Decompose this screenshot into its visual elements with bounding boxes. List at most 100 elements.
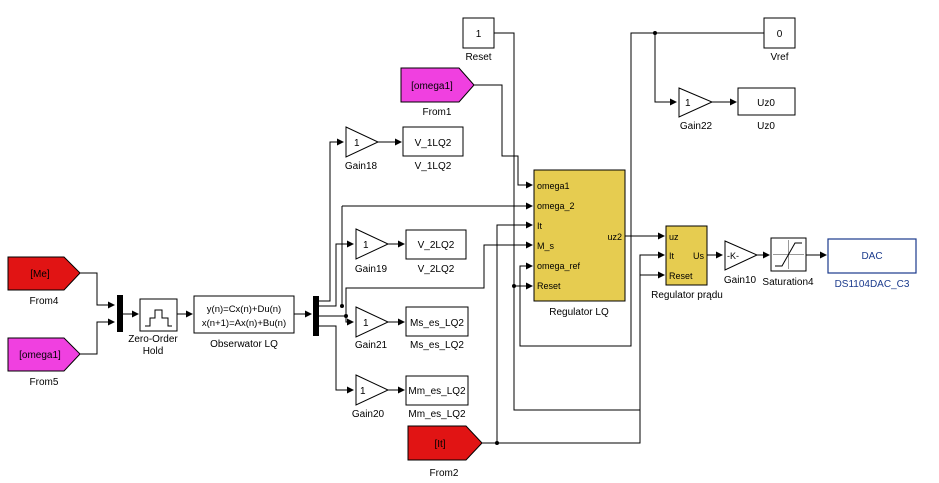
- gain18-label: Gain18: [345, 161, 378, 172]
- gain21-block[interactable]: 1 Gain21: [355, 306, 390, 351]
- dac-label: DS1104DAC_C3: [835, 279, 910, 290]
- regi-label: Regulator prądu: [651, 290, 723, 301]
- regi-port-reset: Reset: [669, 271, 693, 281]
- wire-from5-mux: [80, 318, 115, 355]
- reglq-port-omega1: omega1: [537, 181, 570, 191]
- demux-block[interactable]: [313, 296, 319, 336]
- display-uz0-label: Uz0: [757, 121, 775, 132]
- display-v2lq2-label: V_2LQ2: [418, 264, 455, 275]
- regulator-lq-subsystem[interactable]: omega1 omega_2 It M_s omega_ref Reset uz…: [533, 169, 626, 318]
- junction-reset: [512, 284, 516, 288]
- dac-shape: [827, 238, 917, 274]
- regi-port-uz: uz: [669, 232, 679, 242]
- gain18-block[interactable]: 1 Gain18: [345, 126, 380, 172]
- wire-demux-gain21: [319, 315, 354, 326]
- wires: [80, 31, 827, 445]
- display-v1lq2[interactable]: V_1LQ2 V_1LQ2: [402, 126, 464, 172]
- display-v2lq2-text: V_2LQ2: [418, 240, 455, 251]
- saturation-curve-icon: [775, 242, 802, 267]
- gain22-label: Gain22: [680, 121, 713, 132]
- vref-constant-label: Vref: [771, 52, 789, 63]
- wire-demux-gain19: [319, 240, 354, 307]
- display-v1lq2-text: V_1LQ2: [415, 138, 452, 149]
- from1-tag: [omega1]: [411, 81, 453, 92]
- junction-ms: [344, 314, 348, 318]
- from2-label: From2: [430, 468, 459, 479]
- zoh-label-line2: Hold: [143, 346, 164, 357]
- gain20-value: 1: [360, 386, 366, 397]
- wire-from2-regi: [497, 251, 665, 444]
- reglq-port-it: It: [537, 221, 543, 231]
- display-mm-es-lq2[interactable]: Mm_es_LQ2 Mm_es_LQ2: [405, 375, 469, 420]
- wire-from2-reglq: [482, 221, 533, 444]
- reglq-port-uz2: uz2: [607, 232, 622, 242]
- from2-block[interactable]: [It] From2: [407, 425, 483, 479]
- display-ms-es-lq2[interactable]: Ms_es_LQ2 Ms_es_LQ2: [405, 306, 469, 351]
- gain20-block[interactable]: 1 Gain20: [352, 374, 390, 420]
- display-mm-es-lq2-text: Mm_es_LQ2: [408, 386, 466, 397]
- vref-constant-value: 0: [777, 29, 783, 40]
- wire-reset-regi: [494, 32, 665, 411]
- from5-label: From5: [30, 377, 59, 388]
- wire-vref-gain22: [654, 33, 677, 106]
- display-ms-es-lq2-text: Ms_es_LQ2: [410, 318, 464, 329]
- junction-from2: [495, 441, 499, 445]
- display-mm-es-lq2-label: Mm_es_LQ2: [408, 409, 466, 420]
- dac-text: DAC: [861, 251, 882, 262]
- display-uz0[interactable]: Uz0 Uz0: [737, 87, 796, 132]
- reset-constant-block[interactable]: 1 Reset: [462, 17, 495, 63]
- observer-state-equation: x(n+1)=Ax(n)+Bu(n): [202, 318, 286, 329]
- regi-port-it: It: [669, 251, 675, 261]
- from5-shape: [7, 337, 81, 372]
- junction-vref: [653, 31, 657, 35]
- saturation4-block[interactable]: Saturation4: [762, 237, 814, 288]
- from2-tag: [It]: [434, 439, 445, 450]
- wire-from4-mux: [80, 272, 115, 309]
- from1-shape: [400, 67, 475, 103]
- reglq-port-omega-ref: omega_ref: [537, 261, 581, 271]
- dac-block[interactable]: DAC DS1104DAC_C3: [827, 238, 917, 290]
- reglq-port-omega2: omega_2: [537, 201, 575, 211]
- from1-label: From1: [423, 107, 452, 118]
- from4-label: From4: [30, 296, 59, 307]
- display-ms-es-lq2-label: Ms_es_LQ2: [410, 340, 464, 351]
- gain20-label: Gain20: [352, 409, 385, 420]
- wire-ms-reglq: [345, 241, 533, 316]
- regi-port-us: Us: [693, 251, 704, 261]
- from4-block[interactable]: [Me] From4: [7, 256, 81, 307]
- reglq-label: Regulator LQ: [549, 307, 609, 318]
- gain21-label: Gain21: [355, 340, 388, 351]
- observer-output-equation: y(n)=Cx(n)+Du(n): [207, 304, 281, 315]
- from4-tag: [Me]: [30, 269, 50, 280]
- from4-shape: [7, 256, 81, 291]
- reglq-port-reset: Reset: [537, 281, 561, 291]
- gain22-block[interactable]: 1 Gain22: [678, 87, 714, 132]
- gain19-label: Gain19: [355, 264, 388, 275]
- from5-tag: [omega1]: [19, 350, 61, 361]
- gain19-block[interactable]: 1 Gain19: [355, 228, 390, 275]
- display-v2lq2[interactable]: V_2LQ2 V_2LQ2: [405, 229, 467, 275]
- reset-constant-value: 1: [476, 29, 482, 40]
- observer-lq-block[interactable]: y(n)=Cx(n)+Du(n) x(n+1)=Ax(n)+Bu(n) Obse…: [193, 295, 295, 350]
- zero-order-hold-block[interactable]: Zero-Order Hold: [128, 298, 178, 357]
- zoh-label-line1: Zero-Order: [128, 334, 178, 345]
- gain19-value: 1: [363, 240, 369, 251]
- from1-block[interactable]: [omega1] From1: [400, 67, 475, 118]
- observer-label: Obserwator LQ: [210, 339, 278, 350]
- from5-block[interactable]: [omega1] From5: [7, 337, 81, 388]
- reglq-port-ms: M_s: [537, 241, 555, 251]
- zoh-staircase-icon: [145, 309, 172, 327]
- gain18-value: 1: [354, 138, 360, 149]
- junction-omega2: [340, 304, 344, 308]
- display-uz0-text: Uz0: [757, 98, 775, 109]
- wire-from1-reglq: [474, 84, 533, 189]
- vref-constant-block[interactable]: 0 Vref: [763, 17, 796, 63]
- wire-demux-gain18: [319, 138, 344, 302]
- reset-constant-label: Reset: [465, 52, 491, 63]
- current-regulator-subsystem[interactable]: uz It Reset Us Regulator prądu: [651, 225, 723, 301]
- mux-block[interactable]: [117, 295, 123, 332]
- gain10-label: Gain10: [724, 275, 757, 286]
- gain10-block[interactable]: -K- Gain10: [724, 240, 759, 286]
